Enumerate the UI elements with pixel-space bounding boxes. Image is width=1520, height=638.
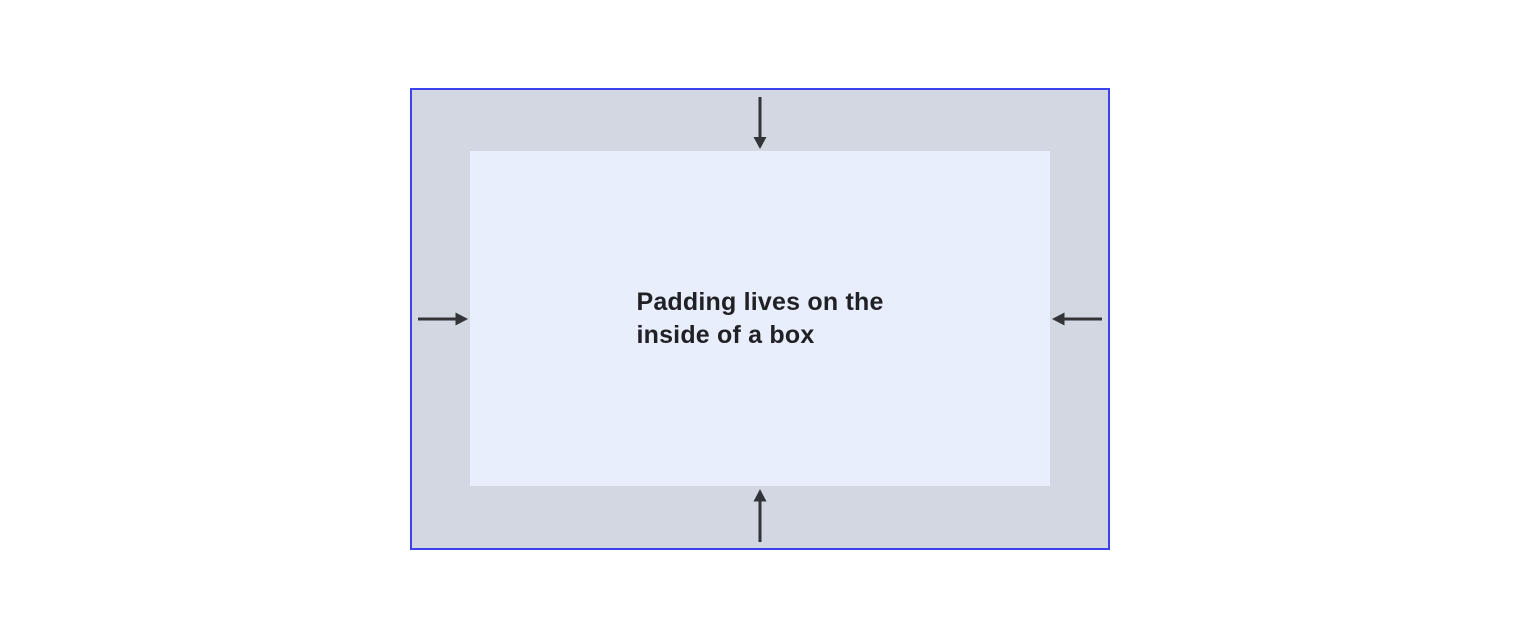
right-padding-arrow-left-icon bbox=[1052, 311, 1102, 327]
padding-label-line1: Padding lives on the bbox=[636, 287, 884, 316]
top-padding-arrow-down-icon bbox=[752, 97, 768, 149]
padding-area-box: Padding lives on the inside of a box bbox=[410, 88, 1110, 550]
padding-label-line2: inside of a box bbox=[636, 320, 815, 349]
left-padding-arrow-right-icon bbox=[418, 311, 468, 327]
content-box: Padding lives on the inside of a box bbox=[470, 151, 1050, 486]
bottom-padding-arrow-up-icon bbox=[752, 489, 768, 542]
padding-label: Padding lives on the inside of a box bbox=[636, 286, 883, 352]
